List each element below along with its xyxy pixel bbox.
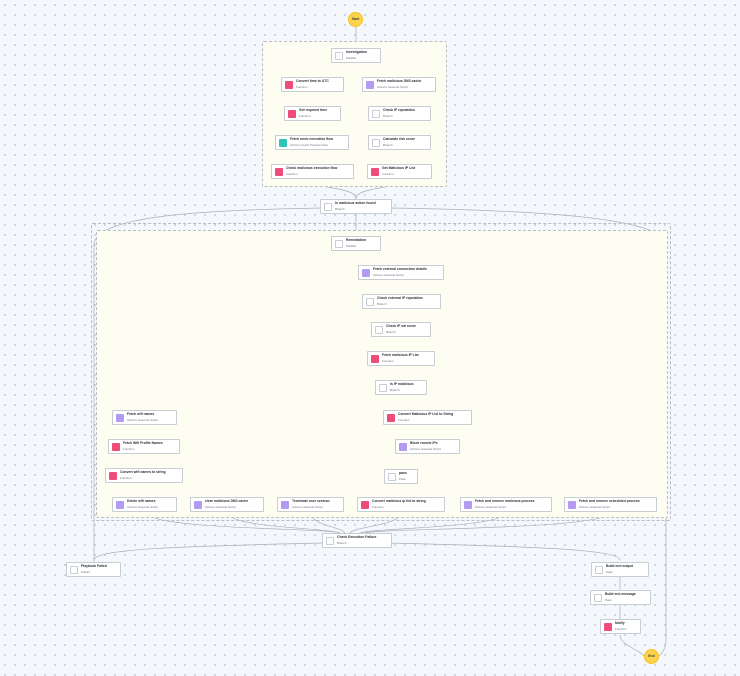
function-icon	[285, 81, 293, 89]
remediation-node[interactable]: Remediation Parallel	[331, 236, 381, 251]
action-icon	[464, 501, 472, 509]
function-icon	[371, 168, 379, 176]
pass-icon	[595, 566, 603, 574]
fetch-remove-malicious-process-node[interactable]: Fetch and remove malicious process Actio…	[460, 497, 552, 512]
build-end-message-node[interactable]: Build end message Pass	[590, 590, 651, 605]
calculate-risk-score-node[interactable]: Calculate risk score Branch	[368, 135, 431, 150]
fetch-external-connection-node[interactable]: Fetch external connection details Action…	[358, 265, 444, 280]
delete-wifi-names-node[interactable]: Delete wifi names Actions: Execute Scrip…	[112, 497, 177, 512]
check-execution-failure-node[interactable]: Check Execution Failure Branch	[322, 533, 392, 548]
action-icon	[281, 501, 289, 509]
get-required-time-node[interactable]: Get required time Function	[284, 106, 341, 121]
action-icon	[366, 81, 374, 89]
playbook-failed-node[interactable]: Playbook Failed Failure	[66, 562, 121, 577]
fetch-dns-cache-node[interactable]: Fetch malicious DNS cache Actions: Execu…	[362, 77, 436, 92]
convert-malicious-ip-list-node[interactable]: Convert malicious ip list to string Func…	[357, 497, 445, 512]
pass-node[interactable]: pass Pass	[384, 469, 418, 484]
function-icon	[275, 168, 283, 176]
check-ip-reputation-node[interactable]: Check IP reputation Branch	[368, 106, 431, 121]
pass-icon	[388, 473, 396, 481]
function-icon	[604, 623, 612, 631]
branch-icon	[366, 298, 374, 306]
branch-icon	[372, 139, 380, 147]
parallel-icon	[335, 52, 343, 60]
fetch-remove-scheduled-process-node[interactable]: Fetch and remove scheduled process Actio…	[564, 497, 657, 512]
action-icon	[362, 269, 370, 277]
check-ip-val-score-node[interactable]: Check IP val score Branch	[371, 322, 431, 337]
function-icon	[371, 355, 379, 363]
branch-icon	[379, 384, 387, 392]
fetch-malicious-ip-list-node[interactable]: Fetch malicious IP List Function	[367, 351, 435, 366]
check-malicious-flow-node[interactable]: Check malicious execution flow Function	[271, 164, 354, 179]
investigation-node[interactable]: Investigation Parallel	[331, 48, 381, 63]
action-icon	[568, 501, 576, 509]
function-icon	[109, 472, 117, 480]
convert-time-utc-node[interactable]: Convert time to UTC Function	[281, 77, 344, 92]
is-ip-malicious-node[interactable]: Is IP malicious Branch	[375, 380, 427, 395]
parallel-icon	[335, 240, 343, 248]
branch-icon	[375, 326, 383, 334]
end-node[interactable]: End	[644, 649, 659, 664]
function-icon	[112, 443, 120, 451]
process-flow-icon	[279, 139, 287, 147]
branch-icon	[326, 537, 334, 545]
convert-wifi-names-node[interactable]: Convert wifi names to string Function	[105, 468, 183, 483]
is-malicious-found-node[interactable]: Is malicious action found Branch	[320, 199, 392, 214]
fetch-wifi-profile-names-node[interactable]: Fetch Wifi Profile Names Function	[108, 439, 180, 454]
notify-node[interactable]: Notify Function	[600, 619, 641, 634]
action-icon	[116, 501, 124, 509]
failure-icon	[70, 566, 78, 574]
fetch-wifi-names-node[interactable]: Fetch wifi names Actions: Execute Script	[112, 410, 177, 425]
branch-icon	[324, 203, 332, 211]
check-external-ip-reputation-node[interactable]: Check external IP reputation Branch	[362, 294, 441, 309]
remediation-outer-group	[91, 223, 671, 521]
get-malicious-ip-list-node[interactable]: Get Malicious IP List Function	[367, 164, 432, 179]
start-node[interactable]: Start	[348, 12, 363, 27]
function-icon	[361, 501, 369, 509]
build-end-output-node[interactable]: Build end output Pass	[591, 562, 649, 577]
function-icon	[288, 110, 296, 118]
branch-icon	[372, 110, 380, 118]
function-icon	[387, 414, 395, 422]
action-icon	[116, 414, 124, 422]
clear-dns-cache-node[interactable]: clear malicious DNS cache Actions: Execu…	[190, 497, 264, 512]
convert-ip-list-to-string-node[interactable]: Convert Malicious IP List to String Func…	[383, 410, 472, 425]
block-remote-ips-node[interactable]: Block remote IPs Actions: Execute Script	[395, 439, 460, 454]
action-icon	[399, 443, 407, 451]
pass-icon	[594, 594, 602, 602]
fetch-wmic-flow-node[interactable]: Fetch wmic execution flow Actions: Fetch…	[275, 135, 349, 150]
action-icon	[194, 501, 202, 509]
terminate-user-session-node[interactable]: Terminate user session Actions: Execute …	[277, 497, 344, 512]
